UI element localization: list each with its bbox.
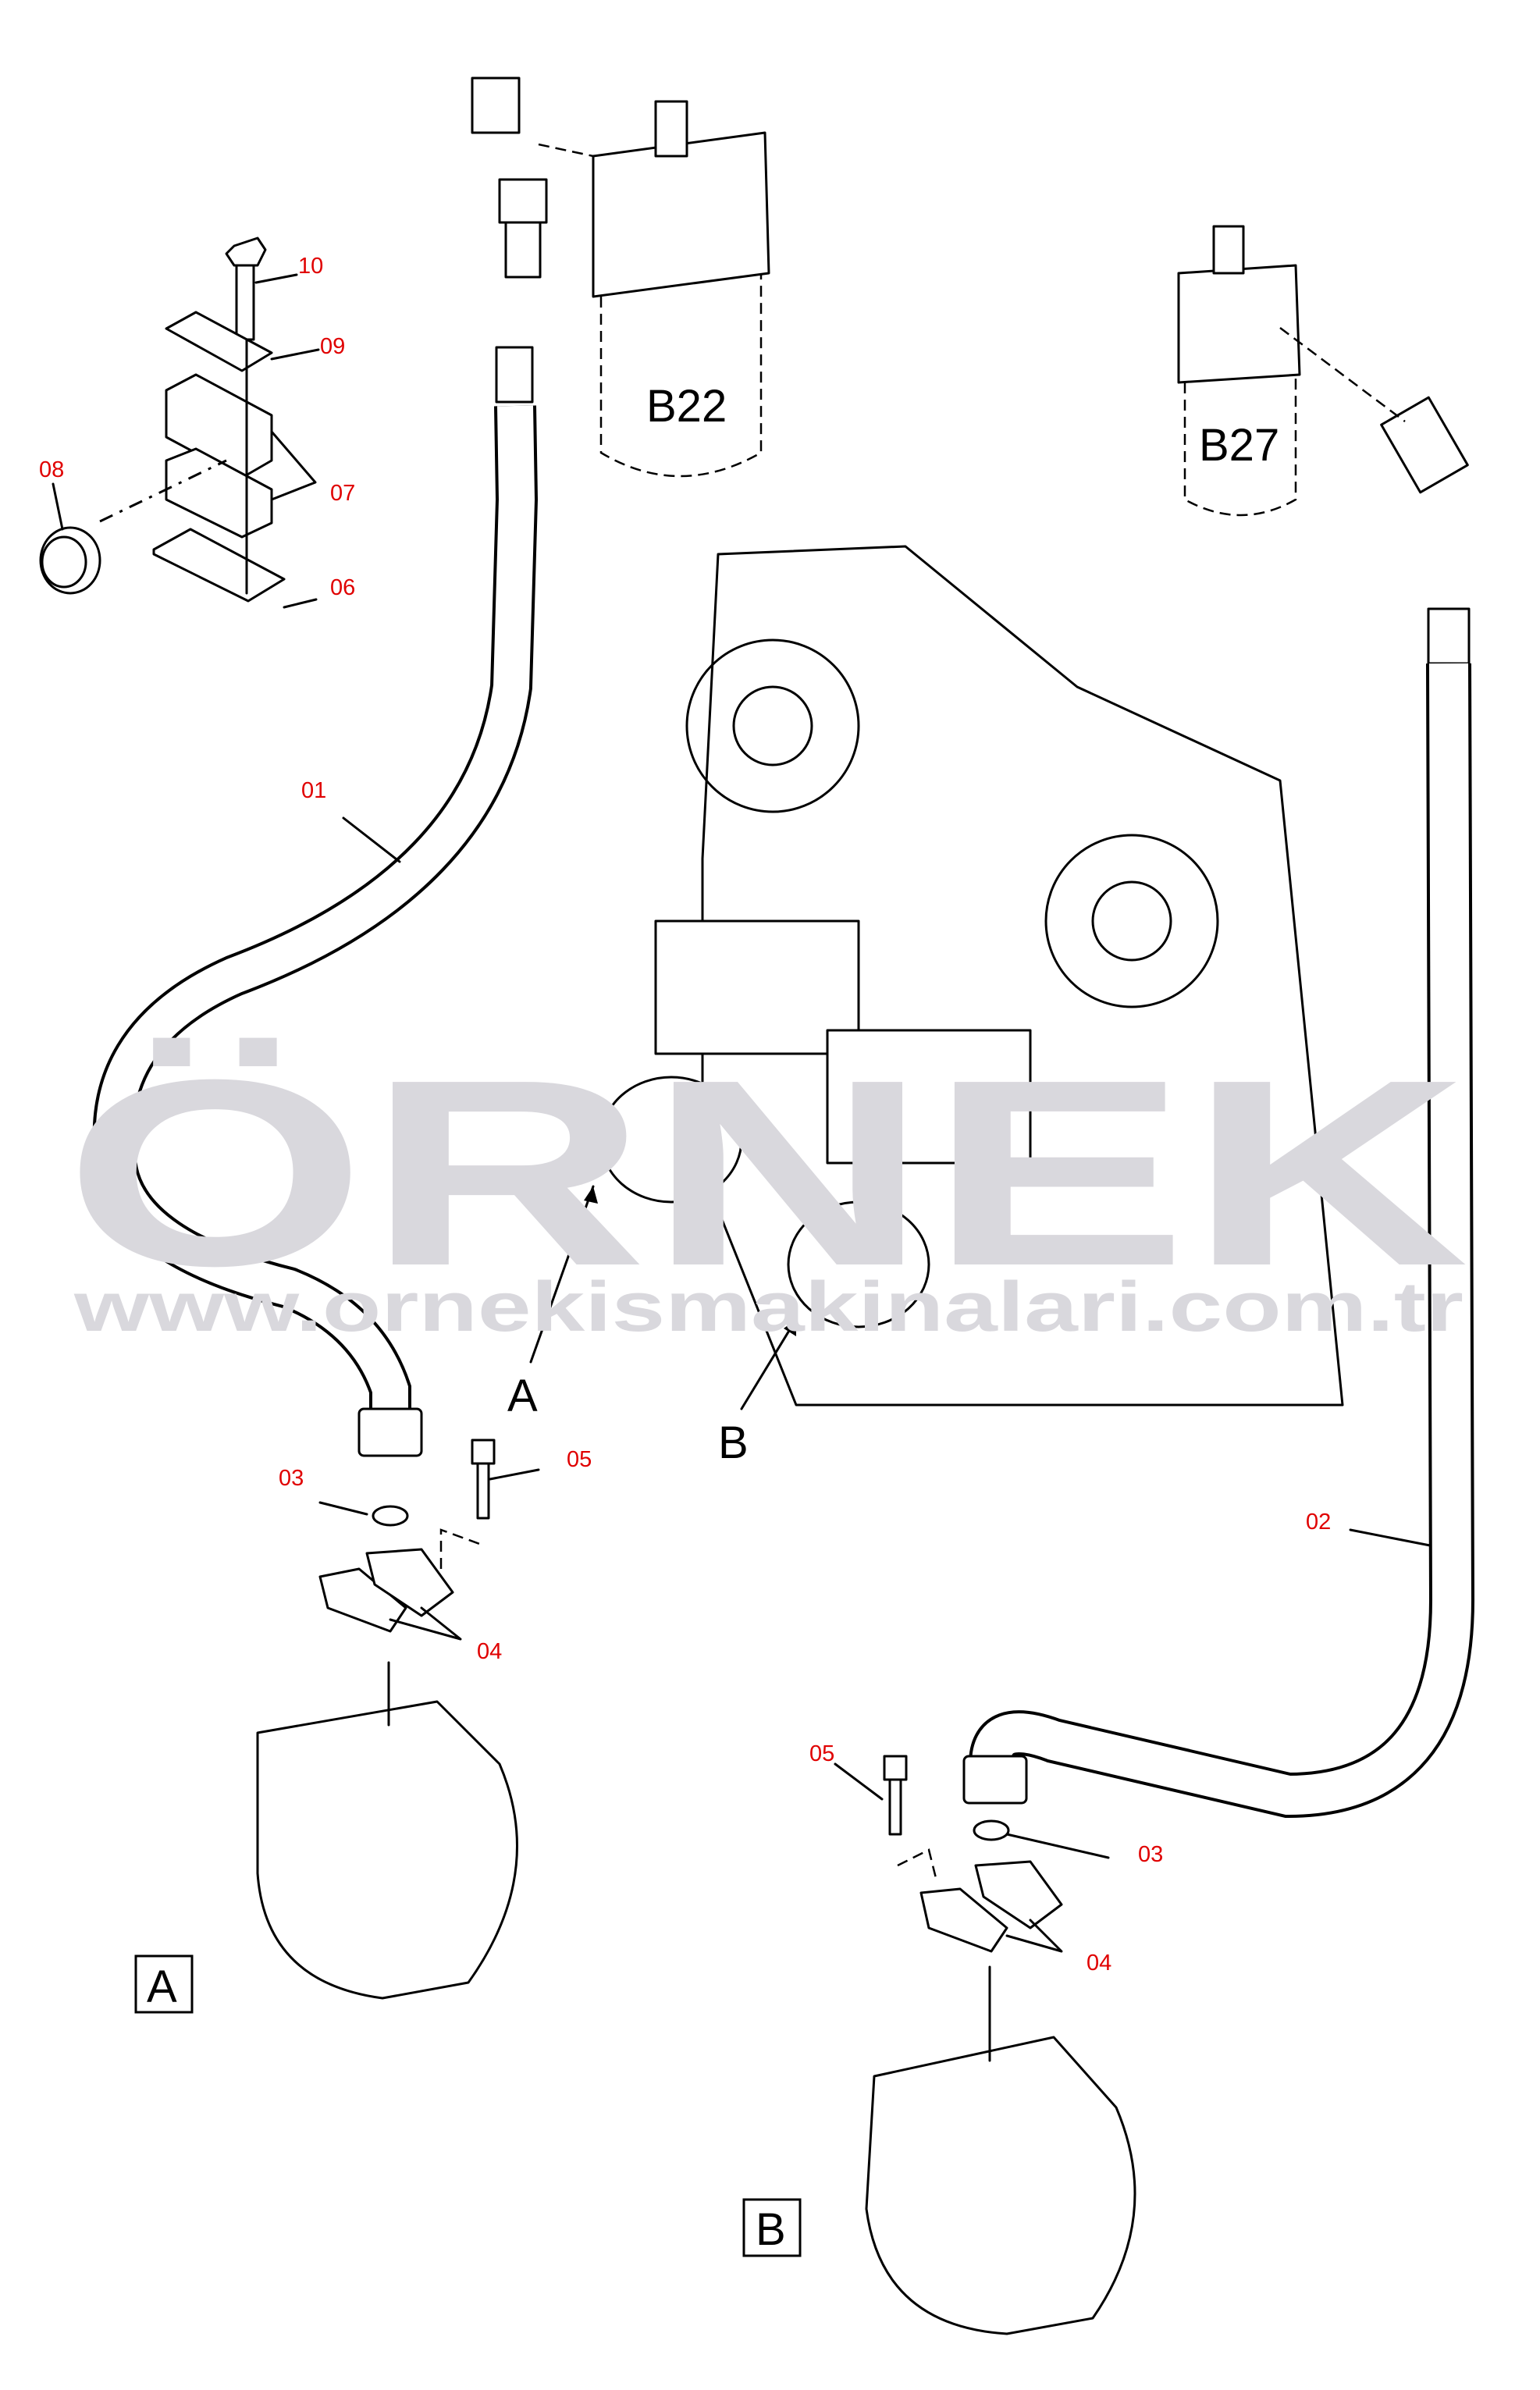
pipe-clamp-assembly <box>39 237 320 609</box>
o-ring <box>372 1505 409 1527</box>
detail-b-label: B <box>756 2204 786 2255</box>
hose-02 <box>962 607 1475 1819</box>
split-flange-half <box>974 1860 1063 1929</box>
screw <box>888 1778 902 1836</box>
callout-01: 01 <box>301 778 326 803</box>
split-flange-half <box>318 1567 407 1633</box>
hose-02-nut <box>1427 607 1471 665</box>
watermark: ÖRNEK www.ornekismakinalari.com.tr <box>64 1025 1469 1346</box>
clamp-lower-half <box>165 447 273 539</box>
pump-a-detail <box>256 1700 518 2000</box>
callout-03: 03 <box>279 1466 304 1491</box>
callout-02: 02 <box>1306 1510 1331 1535</box>
b22-swivel-fitting <box>471 76 521 134</box>
callout-03-b: 03 <box>1138 1842 1163 1867</box>
callout-08: 08 <box>39 457 64 482</box>
watermark-logo: ÖRNEK <box>64 1025 1469 1321</box>
view-arrow-a-label: A <box>507 1371 538 1421</box>
callout-labels: 10 09 07 08 06 01 03 05 04 02 05 03 04 <box>39 254 1331 1976</box>
view-arrow-b <box>740 1318 798 1410</box>
detail-a-label: A <box>147 1961 177 2012</box>
b27-fitting <box>1380 396 1469 494</box>
view-arrow-a <box>529 1185 595 1364</box>
screw <box>476 1462 490 1520</box>
bolt-head <box>225 237 267 267</box>
filter-b27: B27 <box>1177 225 1469 517</box>
clamp-upper-half <box>165 373 273 479</box>
detail-a: A <box>134 1439 540 2014</box>
callout-06: 06 <box>330 575 355 600</box>
filter-label-b22: B22 <box>646 381 727 432</box>
b22-adapter <box>498 178 548 224</box>
pump-drive-gearbox <box>529 545 1344 1410</box>
callout-10: 10 <box>298 254 323 279</box>
hose-01-flange-fitting <box>357 1407 423 1457</box>
b22-top-fitting <box>654 100 688 158</box>
clamp-base-plate <box>152 528 286 603</box>
pump-b-detail <box>865 2036 1136 2335</box>
hose-01-nut <box>495 346 534 404</box>
plug <box>39 526 101 595</box>
callout-05-b: 05 <box>809 1741 834 1766</box>
callout-09: 09 <box>320 334 345 359</box>
hose-01 <box>92 346 539 1457</box>
callout-04-b: 04 <box>1087 1951 1111 1976</box>
control-valve-block-upper <box>654 919 860 1055</box>
callout-05: 05 <box>567 1447 592 1472</box>
hose-02-flange-fitting <box>962 1755 1028 1805</box>
split-flange-half <box>919 1887 1008 1953</box>
detail-b-box <box>742 2198 802 2257</box>
detail-b: B <box>742 1755 1136 2335</box>
filter-b22: B22 <box>471 76 770 478</box>
control-valve-block-lower <box>826 1029 1032 1165</box>
view-arrow-b-label: B <box>718 1417 749 1468</box>
filter-label-b27: B27 <box>1199 420 1279 471</box>
detail-a-box <box>134 1954 194 2014</box>
watermark-url: www.ornekismakinalari.com.tr <box>73 1268 1464 1346</box>
o-ring <box>973 1819 1010 1841</box>
callout-04: 04 <box>477 1639 502 1664</box>
callout-07: 07 <box>330 481 355 506</box>
split-flange-half <box>365 1548 454 1617</box>
bolt-shank <box>235 264 255 341</box>
pump-a <box>599 1076 743 1204</box>
clamp-top-plate <box>165 311 273 372</box>
pump-b <box>787 1200 930 1328</box>
